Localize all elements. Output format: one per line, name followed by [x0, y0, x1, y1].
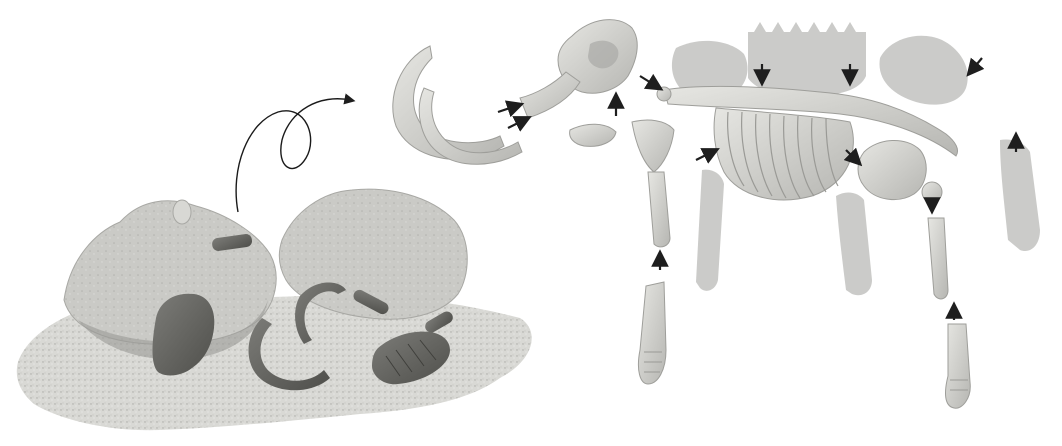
rock-knob — [173, 200, 191, 224]
spine-atlas — [657, 87, 671, 101]
rear-leg-silhouette — [1000, 140, 1040, 252]
arrow-front-leg-side — [696, 152, 712, 160]
rear-lower-leg — [946, 324, 971, 408]
rear-upper-leg — [928, 218, 948, 299]
dig-site — [17, 189, 532, 430]
arrow-hip — [972, 58, 982, 70]
backplate-teeth — [754, 22, 856, 32]
front-leg-silhouette-b — [836, 193, 872, 296]
arrow-tusk-lower — [508, 120, 524, 128]
front-upper-leg — [648, 172, 670, 247]
front-lower-leg — [638, 282, 666, 384]
arrow-tusk-upper — [498, 106, 516, 112]
trunk-bone — [520, 72, 580, 118]
scapula — [632, 120, 674, 172]
arrow-spine-front — [640, 76, 656, 86]
front-leg-silhouette-a — [696, 170, 724, 291]
backplate-silhouette — [748, 32, 866, 96]
hip-silhouette — [879, 36, 967, 105]
pelvis — [858, 140, 926, 199]
jaw-bone — [570, 124, 616, 146]
